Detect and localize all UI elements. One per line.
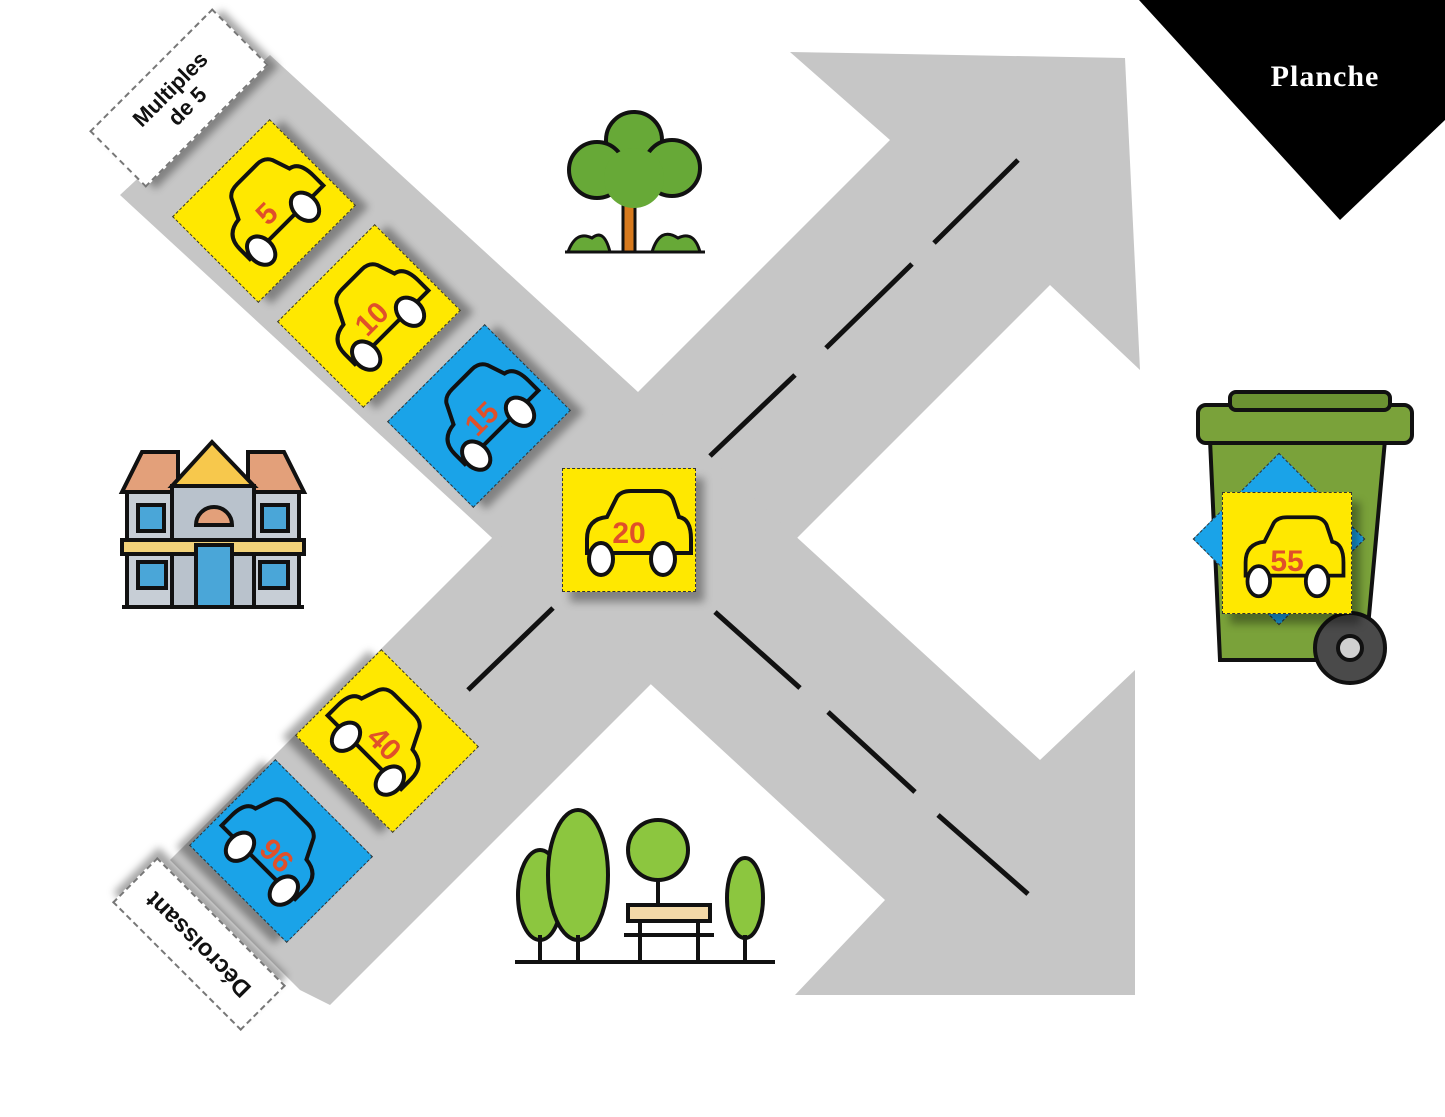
car-card[interactable]: 20 [562, 468, 696, 592]
board-title: Planche [1270, 60, 1380, 93]
corner-banner [1139, 0, 1445, 220]
lane-dashes-up [466, 158, 1020, 692]
car-icon [229, 157, 327, 267]
car-card[interactable]: 55 [1222, 492, 1352, 614]
car-icon [334, 262, 432, 372]
car-card[interactable]: 5 [172, 119, 356, 303]
card-number: 55 [1270, 545, 1304, 578]
car-card[interactable]: 96 [189, 759, 373, 943]
park-icon [515, 808, 775, 964]
car-icon [1243, 515, 1346, 599]
lane-dashes-down [713, 610, 1030, 896]
building-icon [118, 439, 308, 609]
card-number: 20 [612, 517, 646, 550]
car-icon [218, 797, 316, 907]
tree-icon [565, 110, 705, 254]
car-card[interactable]: 40 [295, 649, 479, 833]
car-icon [324, 687, 422, 797]
car-icon [444, 362, 542, 472]
car-card[interactable]: 15 [387, 324, 571, 508]
car-icon [585, 489, 693, 577]
car-card[interactable]: 10 [277, 224, 461, 408]
